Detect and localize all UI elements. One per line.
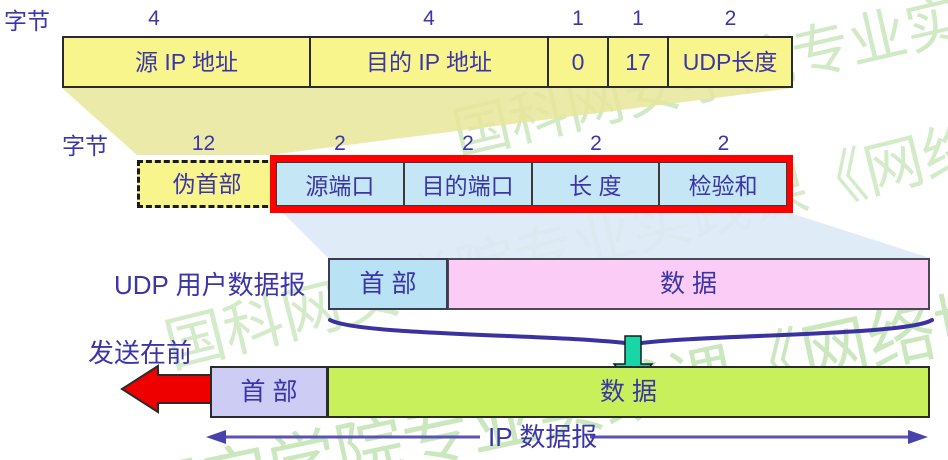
ip-datagram-data-box[interactable]: 数 据: [328, 366, 930, 418]
row-udp-size-1: 2: [462, 132, 474, 155]
udp-header-red-frame: 源端口 目的端口 长 度 检验和: [270, 155, 793, 213]
row-udp-size-pseudo: 12: [191, 132, 216, 155]
udp-field-destination-port[interactable]: 目的端口: [403, 162, 532, 206]
row-ip-unit-label: 字节: [4, 8, 50, 34]
row-ip-size-0: 4: [148, 7, 160, 30]
transmission-red-arrow-icon: [120, 364, 215, 414]
ip-field-udp-length[interactable]: UDP长度: [668, 36, 793, 88]
row-udp-size-3: 2: [717, 132, 730, 155]
ip-datagram-header-box[interactable]: 首 部: [210, 366, 328, 418]
row-ip-size-4: 2: [724, 7, 737, 30]
ip-field-zero[interactable]: 0: [548, 36, 608, 88]
row-udp-size-0: 2: [334, 132, 346, 155]
udp-datagram-label: UDP 用户数据报: [114, 270, 306, 300]
udp-datagram-header-box[interactable]: 首 部: [328, 258, 448, 310]
udp-field-source-port[interactable]: 源端口: [276, 162, 404, 206]
send-first-label: 发送在前: [88, 338, 193, 368]
udp-field-length[interactable]: 长 度: [531, 162, 660, 206]
udp-pseudo-header-box[interactable]: 伪首部: [137, 160, 277, 208]
ip-datagram-axis-label: IP 数据报: [488, 422, 598, 452]
row-udp-size-2: 2: [590, 132, 602, 155]
ip-field-protocol[interactable]: 17: [608, 36, 668, 88]
row-ip-size-2: 1: [572, 7, 584, 30]
udp-field-checksum[interactable]: 检验和: [659, 162, 787, 206]
ip-field-destination-address[interactable]: 目的 IP 地址: [310, 36, 548, 88]
ip-field-source-address[interactable]: 源 IP 地址: [62, 36, 310, 88]
row-ip-size-1: 4: [423, 7, 435, 30]
row-ip-size-3: 1: [632, 7, 644, 30]
udp-datagram-data-box[interactable]: 数 据: [448, 258, 930, 310]
row-udp-unit-label: 字节: [62, 133, 108, 159]
